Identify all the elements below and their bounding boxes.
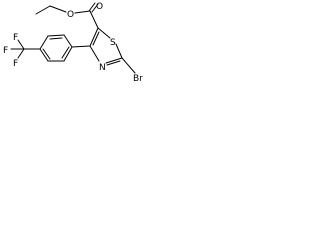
bond-carbonyl-c5 <box>89 10 99 29</box>
bond-c4-phenyl <box>71 45 91 48</box>
atom-f-left: F <box>3 46 8 56</box>
bond-ph-2 <box>47 34 65 37</box>
bond-ethyl-ch3-ch2 <box>35 5 51 15</box>
bond-c4-c5-double <box>92 31 100 46</box>
bond-c5-s <box>97 27 111 39</box>
bond-carbonyl-double-b <box>91 3 99 13</box>
bond-ethyl-ch2-o <box>49 5 67 13</box>
bond-ph-double-a <box>49 37 63 40</box>
atom-f-top: F <box>13 33 18 43</box>
structure-canvas: O O S N Br F F F <box>0 0 161 101</box>
atom-n-ring: N <box>99 63 106 73</box>
bond-ph-3 <box>39 35 49 50</box>
bond-s-c2 <box>115 43 123 59</box>
atom-s-ring: S <box>110 38 116 48</box>
bond-ph-4 <box>39 48 49 62</box>
bond-c-f-top <box>17 39 25 50</box>
bond-carbonyl-double-a <box>88 2 96 12</box>
atom-f-bottom: F <box>13 59 18 69</box>
bond-c4-c5 <box>89 27 99 47</box>
bond-c2-n-double <box>106 60 121 66</box>
bond-ph-1 <box>63 34 73 48</box>
bond-ph-double-b <box>42 48 51 60</box>
atom-br: Br <box>133 74 143 84</box>
bonds <box>10 2 136 74</box>
chemical-structure-diagram: O O S N Br F F F <box>3 2 143 84</box>
atom-o-carbonyl: O <box>96 2 103 12</box>
bond-c2-n <box>105 57 123 64</box>
bond-ph-double-c <box>61 46 70 59</box>
atom-o-ester: O <box>67 10 74 20</box>
bond-n-c4 <box>89 45 100 62</box>
bond-ph-6 <box>63 46 73 62</box>
bond-c2-br <box>121 57 136 74</box>
bond-c-f-bottom <box>17 48 25 59</box>
atom-labels: O O S N Br F F F <box>3 2 143 84</box>
bond-o-carbonyl-c <box>74 10 91 14</box>
